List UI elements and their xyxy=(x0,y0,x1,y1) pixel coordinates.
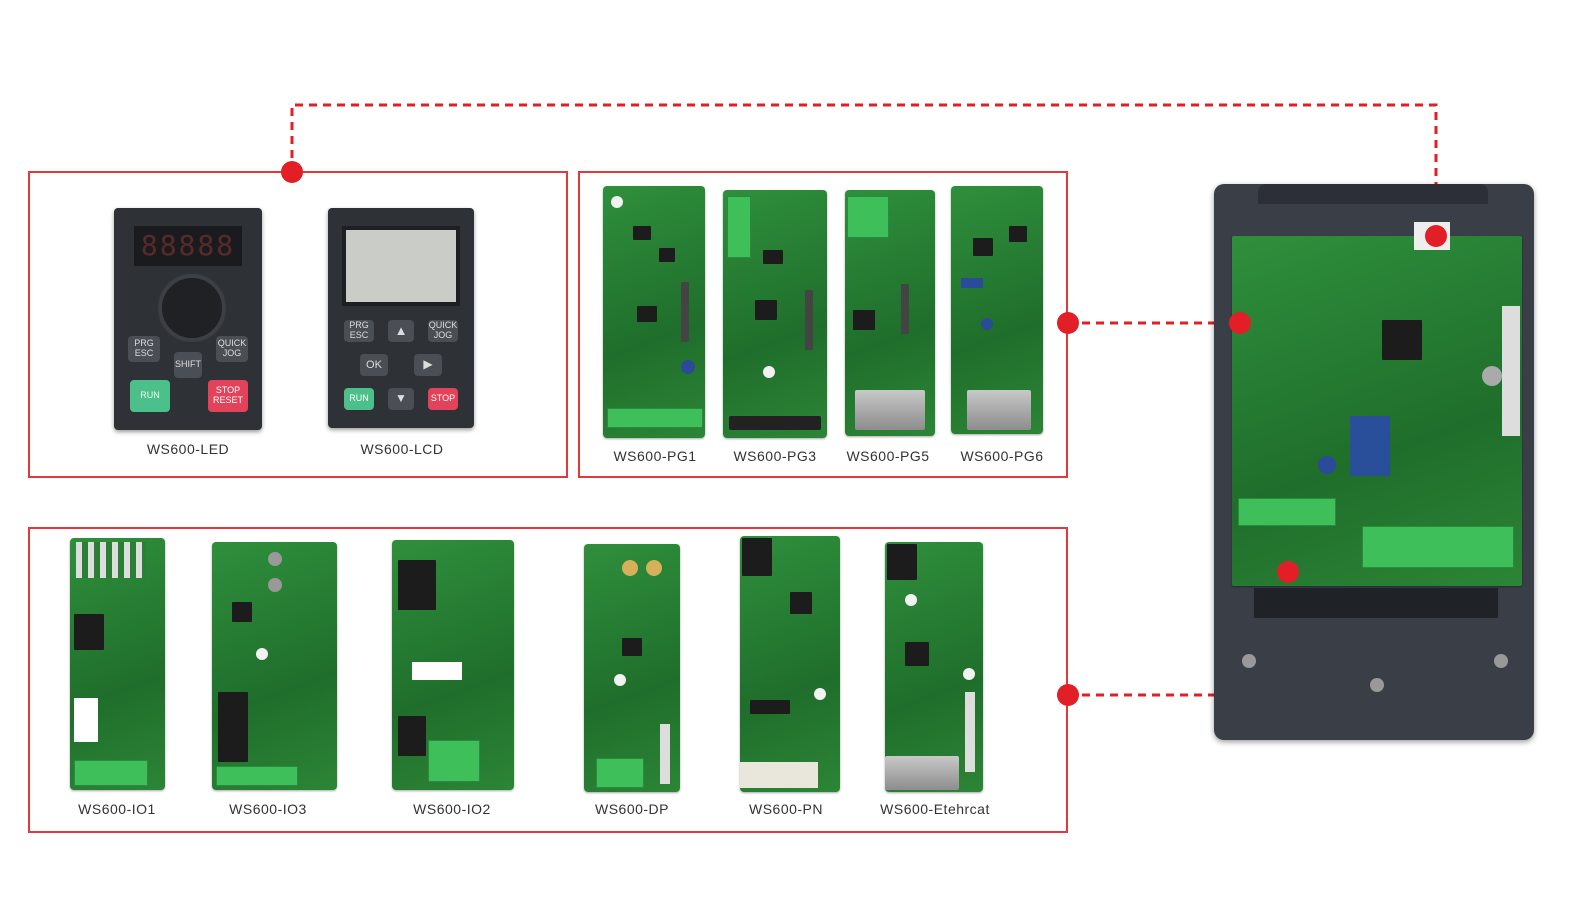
pcb-ws600-pg5 xyxy=(845,190,935,436)
lcd-stop-key[interactable]: STOP xyxy=(428,388,458,410)
drive-keypad-port-dot xyxy=(1425,225,1447,247)
lcd-up-key[interactable]: ▲ xyxy=(388,320,414,342)
led-run-key[interactable]: RUN xyxy=(130,380,170,412)
pcb-ws600-ethercat xyxy=(885,542,983,792)
label-ws600-pg6: WS600-PG6 xyxy=(960,448,1044,464)
label-ws600-led: WS600-LED xyxy=(146,441,230,457)
io-connector-dot xyxy=(1057,684,1079,706)
pcb-ws600-pg3 xyxy=(723,190,827,438)
label-ws600-io1: WS600-IO1 xyxy=(78,801,156,817)
label-ws600-pg3: WS600-PG3 xyxy=(733,448,817,464)
lcd-quick-jog-key[interactable]: QUICK JOG xyxy=(428,320,458,342)
pcb-ws600-pg6 xyxy=(951,186,1043,434)
pcb-ws600-io3 xyxy=(212,542,337,790)
label-ws600-pg1: WS600-PG1 xyxy=(613,448,697,464)
lcd-keypad: PRG ESC ▲ QUICK JOG OK ▶ RUN ▼ STOP xyxy=(328,208,474,428)
io-comm-card-group xyxy=(28,527,1068,833)
led-stop-reset-key[interactable]: STOP RESET xyxy=(208,380,248,412)
drive-housing xyxy=(1214,184,1534,740)
pcb-ws600-dp xyxy=(584,544,680,792)
label-ws600-pn: WS600-PN xyxy=(748,801,824,817)
drive-io-slot-dot xyxy=(1277,561,1299,583)
pcb-ws600-pn xyxy=(740,536,840,792)
keypad-group xyxy=(28,171,568,478)
label-ws600-io3: WS600-IO3 xyxy=(229,801,307,817)
dial-knob[interactable] xyxy=(158,274,226,342)
label-ws600-io2: WS600-IO2 xyxy=(413,801,491,817)
pcb-ws600-pg1 xyxy=(603,186,705,438)
led-keypad: 88888 PRG ESC SHIFT QUICK JOG RUN STOP R… xyxy=(114,208,262,430)
encoder-connector-dot xyxy=(1057,312,1079,334)
led-display: 88888 xyxy=(134,226,242,266)
lcd-prg-esc-key[interactable]: PRG ESC xyxy=(344,320,374,342)
led-quick-jog-key[interactable]: QUICK JOG xyxy=(216,336,248,362)
pcb-ws600-io1 xyxy=(70,538,165,790)
drive-encoder-slot-dot xyxy=(1229,312,1251,334)
lcd-run-key[interactable]: RUN xyxy=(344,388,374,410)
lcd-ok-key[interactable]: OK xyxy=(360,354,388,376)
led-shift-key[interactable]: SHIFT xyxy=(174,352,202,378)
lcd-screen xyxy=(342,226,460,306)
pcb-ws600-io2 xyxy=(392,540,514,790)
led-prg-esc-key[interactable]: PRG ESC xyxy=(128,336,160,362)
label-ws600-ethercat: WS600-Etehrcat xyxy=(880,801,990,817)
lcd-down-key[interactable]: ▼ xyxy=(388,388,414,410)
keypad-connector-dot xyxy=(281,161,303,183)
label-ws600-lcd: WS600-LCD xyxy=(360,441,444,457)
label-ws600-dp: WS600-DP xyxy=(594,801,670,817)
lcd-right-key[interactable]: ▶ xyxy=(414,354,442,376)
label-ws600-pg5: WS600-PG5 xyxy=(846,448,930,464)
